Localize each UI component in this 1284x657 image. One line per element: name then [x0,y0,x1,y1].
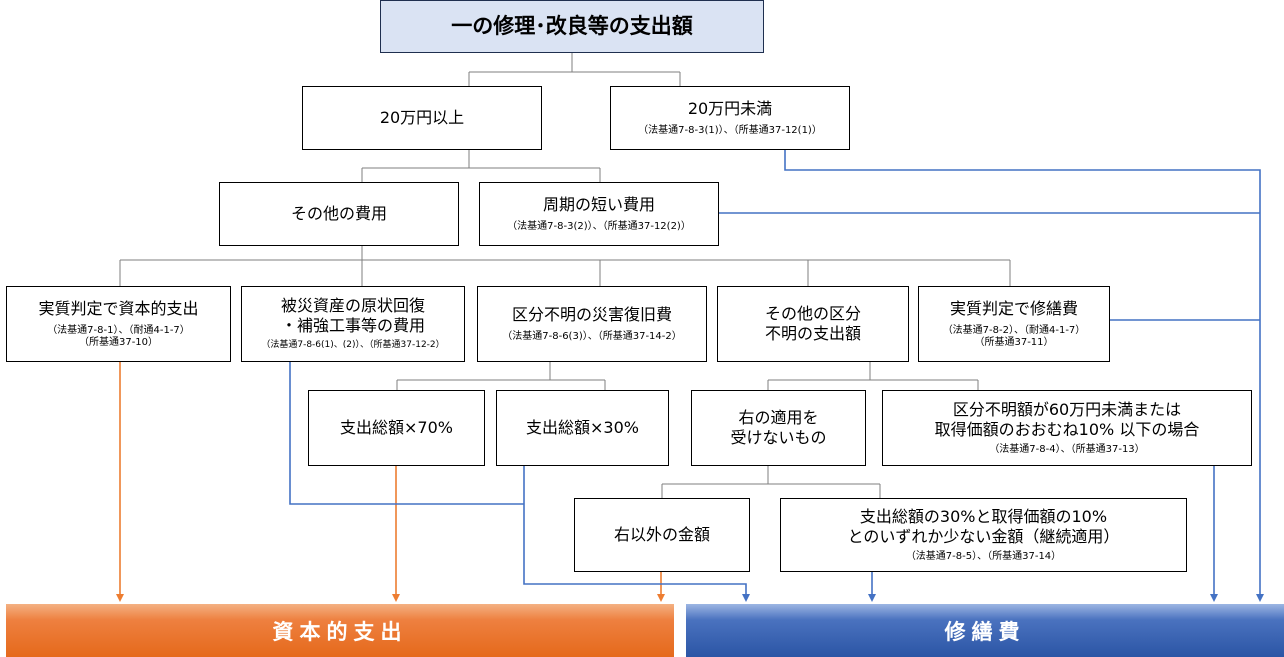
capital-judgment-ref2: （所基通37-10） [78,337,159,348]
total-30pct-box: 支出総額×30% [496,390,669,466]
other-expense-box: その他の費用 [219,182,459,246]
total-30pct-label: 支出総額×30% [526,418,639,437]
under-200k-ref: （法基通7-8-3(1)）、（所基通37-12(1)） [638,124,822,136]
periodic-expense-label: 周期の短い費用 [542,194,655,214]
capital-judgment-label: 実質判定で資本的支出 [38,298,199,318]
lesser-amount-box: 支出総額の30%と取得価額の10% とのいずれか少ない金額（継続適用） （法基通… [780,498,1187,572]
capital-arrows [116,362,665,602]
repair-cost-label: 修繕費 [944,619,1026,644]
repair-judgment-box: 実質判定で修繕費 （法基通7-8-2）、（耐通4-1-7） （所基通37-11） [918,286,1110,362]
repair-arrows [289,150,1264,602]
other-unknown-label-2: 不明の支出額 [764,324,861,343]
root-box: 一の修理･改良等の支出額 [380,0,764,53]
over-200k-label: 20万円以上 [379,108,465,127]
other-expense-label: その他の費用 [290,204,387,223]
repair-cost-banner: 修繕費 [686,604,1284,657]
total-70pct-box: 支出総額×70% [308,390,485,466]
under-600k-box: 区分不明額が60万円未満または 取得価額のおおむね10% 以下の場合 （法基通7… [882,390,1252,466]
disaster-restore-label-1: 被災資産の原状回復 [280,296,425,316]
capital-judgment-box: 実質判定で資本的支出 （法基通7-8-1）、（耐通4-1-7） （所基通37-1… [6,286,231,362]
capital-judgment-ref1: （法基通7-8-1）、（耐通4-1-7） [47,324,190,336]
not-applied-label-2: 受けないもの [730,428,827,447]
repair-judgment-label: 実質判定で修繕費 [949,298,1078,318]
other-amount-box: 右以外の金額 [574,498,750,572]
periodic-expense-box: 周期の短い費用 （法基通7-8-3(2)）、（所基通37-12(2)） [479,182,719,246]
disaster-unknown-ref: （法基通7-8-6(3)）、（所基通37-14-2） [502,330,682,342]
repair-judgment-ref2: （所基通37-11） [974,337,1054,348]
lesser-amount-label-2: とのいずれか少ない金額（継続適用） [847,526,1120,546]
root-title: 一の修理･改良等の支出額 [451,14,693,39]
under-600k-label-1: 区分不明額が60万円未満または [952,399,1182,419]
under-600k-ref: （法基通7-8-4）、（所基通37-13） [989,443,1145,455]
disaster-restore-box: 被災資産の原状回復 ・補強工事等の費用 （法基通7-8-6(1)、(2)）、（所… [241,286,465,362]
lesser-amount-label-1: 支出総額の30%と取得価額の10% [859,506,1108,526]
under-200k-box: 20万円未満 （法基通7-8-3(1)）、（所基通37-12(1)） [610,86,850,150]
not-applied-box: 右の適用を 受けないもの [691,390,866,466]
disaster-restore-label-2: ・補強工事等の費用 [280,316,425,336]
over-200k-box: 20万円以上 [302,86,542,150]
other-unknown-label-1: その他の区分 [764,304,861,323]
periodic-expense-ref: （法基通7-8-3(2)）、（所基通37-12(2)） [507,220,691,232]
not-applied-label-1: 右の適用を [738,408,819,427]
tree-connectors [119,52,1011,498]
other-amount-label: 右以外の金額 [613,525,710,544]
disaster-unknown-box: 区分不明の災害復旧費 （法基通7-8-6(3)）、（所基通37-14-2） [477,286,707,362]
lesser-amount-ref: （法基通7-8-5）、（所基通37-14） [905,550,1062,562]
under-200k-label: 20万円未満 [687,98,773,118]
capital-expenditure-label: 資本的支出 [272,619,408,644]
repair-judgment-ref1: （法基通7-8-2）、（耐通4-1-7） [942,324,1086,336]
capital-expenditure-banner: 資本的支出 [6,604,674,657]
disaster-unknown-label: 区分不明の災害復旧費 [511,304,672,324]
under-600k-label-2: 取得価額のおおむね10% 以下の場合 [934,419,1200,439]
total-70pct-label: 支出総額×70% [340,418,453,437]
disaster-restore-ref: （法基通7-8-6(1)、(2)）、（所基通37-12-2） [261,340,445,351]
other-unknown-box: その他の区分 不明の支出額 [717,286,909,362]
